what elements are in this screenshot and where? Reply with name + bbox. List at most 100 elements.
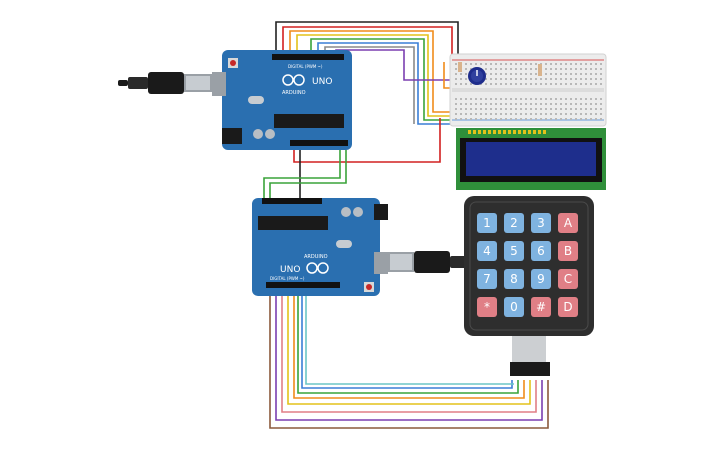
breadboard-hole [505, 83, 507, 85]
keypad-key-6[interactable] [531, 241, 551, 261]
keypad-key-2[interactable] [504, 213, 524, 233]
keypad-key-label: A [564, 216, 573, 230]
breadboard-hole [545, 63, 547, 65]
breadboard-hole [475, 113, 477, 115]
breadboard-hole [585, 68, 587, 70]
breadboard-hole [595, 63, 597, 65]
breadboard-hole [595, 73, 597, 75]
breadboard-hole [555, 63, 557, 65]
breadboard-hole [465, 78, 467, 80]
breadboard-hole [590, 108, 592, 110]
breadboard-hole [465, 118, 467, 120]
breadboard-hole [570, 98, 572, 100]
breadboard-hole [545, 113, 547, 115]
keypad-key-B[interactable] [558, 241, 578, 261]
breadboard-hole [555, 103, 557, 105]
keypad-key-C[interactable] [558, 269, 578, 289]
breadboard-hole [500, 83, 502, 85]
breadboard-hole [580, 103, 582, 105]
breadboard-hole [460, 113, 462, 115]
keypad-key-5[interactable] [504, 241, 524, 261]
breadboard-hole [585, 98, 587, 100]
breadboard-hole [465, 103, 467, 105]
breadboard-hole [525, 78, 527, 80]
breadboard-hole [570, 68, 572, 70]
breadboard-hole [500, 108, 502, 110]
breadboard-hole [590, 73, 592, 75]
breadboard-hole [560, 103, 562, 105]
breadboard-hole [460, 73, 462, 75]
breadboard-hole [545, 98, 547, 100]
keypad-key-#[interactable] [531, 297, 551, 317]
breadboard-hole [520, 98, 522, 100]
breadboard-hole [490, 108, 492, 110]
keypad-key-D[interactable] [558, 297, 578, 317]
wire-kp-8 [305, 290, 514, 385]
keypad-key-label: # [536, 300, 546, 314]
breadboard-hole [570, 108, 572, 110]
breadboard-hole [510, 78, 512, 80]
breadboard-hole [535, 83, 537, 85]
keypad-key-7[interactable] [477, 269, 497, 289]
keypad-key-9[interactable] [531, 269, 551, 289]
breadboard-hole [595, 68, 597, 70]
breadboard-hole [480, 113, 482, 115]
breadboard-hole [530, 113, 532, 115]
breadboard-hole [515, 113, 517, 115]
lcd-pin [468, 130, 471, 134]
keypad-key-*[interactable] [477, 297, 497, 317]
breadboard-hole [585, 83, 587, 85]
keypad-key-1[interactable] [477, 213, 497, 233]
breadboard-hole [565, 68, 567, 70]
resistor-1 [458, 62, 462, 72]
breadboard-hole [600, 63, 602, 65]
breadboard-hole [550, 103, 552, 105]
breadboard-hole [465, 83, 467, 85]
keypad-key-8[interactable] [504, 269, 524, 289]
breadboard-hole [580, 98, 582, 100]
breadboard-hole [490, 113, 492, 115]
breadboard-hole [535, 73, 537, 75]
wire-black-top [275, 21, 459, 62]
breadboard-hole [505, 63, 507, 65]
keypad-key-label: C [564, 272, 572, 286]
breadboard-hole [555, 83, 557, 85]
lcd-pin [503, 130, 506, 134]
breadboard-hole [460, 78, 462, 80]
breadboard-hole [455, 83, 457, 85]
breadboard-hole [565, 63, 567, 65]
keypad-key-A[interactable] [558, 213, 578, 233]
keypad-key-label: 0 [510, 300, 518, 314]
lcd-pins [468, 130, 546, 134]
keypad-key-0[interactable] [504, 297, 524, 317]
breadboard-hole [480, 108, 482, 110]
breadboard-hole [515, 68, 517, 70]
breadboard-hole [595, 78, 597, 80]
lcd-display [456, 128, 606, 190]
breadboard-hole [545, 68, 547, 70]
breadboard-hole [520, 83, 522, 85]
breadboard-hole [545, 73, 547, 75]
breadboard-hole [555, 108, 557, 110]
breadboard-hole [580, 63, 582, 65]
keypad-key-3[interactable] [531, 213, 551, 233]
breadboard-hole [455, 68, 457, 70]
breadboard-hole [470, 68, 472, 70]
breadboard-hole [540, 83, 542, 85]
keypad-key-4[interactable] [477, 241, 497, 261]
breadboard-hole [600, 103, 602, 105]
breadboard-hole [550, 63, 552, 65]
lcd-pin [518, 130, 521, 134]
breadboard-hole [470, 98, 472, 100]
breadboard-hole [520, 78, 522, 80]
board-bottom-header-label: DIGITAL (PWM ~) [270, 276, 305, 281]
breadboard-hole [550, 68, 552, 70]
wire-kp-4 [287, 290, 531, 405]
wire-red-power [293, 118, 441, 163]
lcd-pin [493, 130, 496, 134]
breadboard-hole [560, 83, 562, 85]
breadboard-hole [600, 73, 602, 75]
breadboard-hole [495, 118, 497, 120]
keypad-key-label: 1 [483, 216, 491, 230]
